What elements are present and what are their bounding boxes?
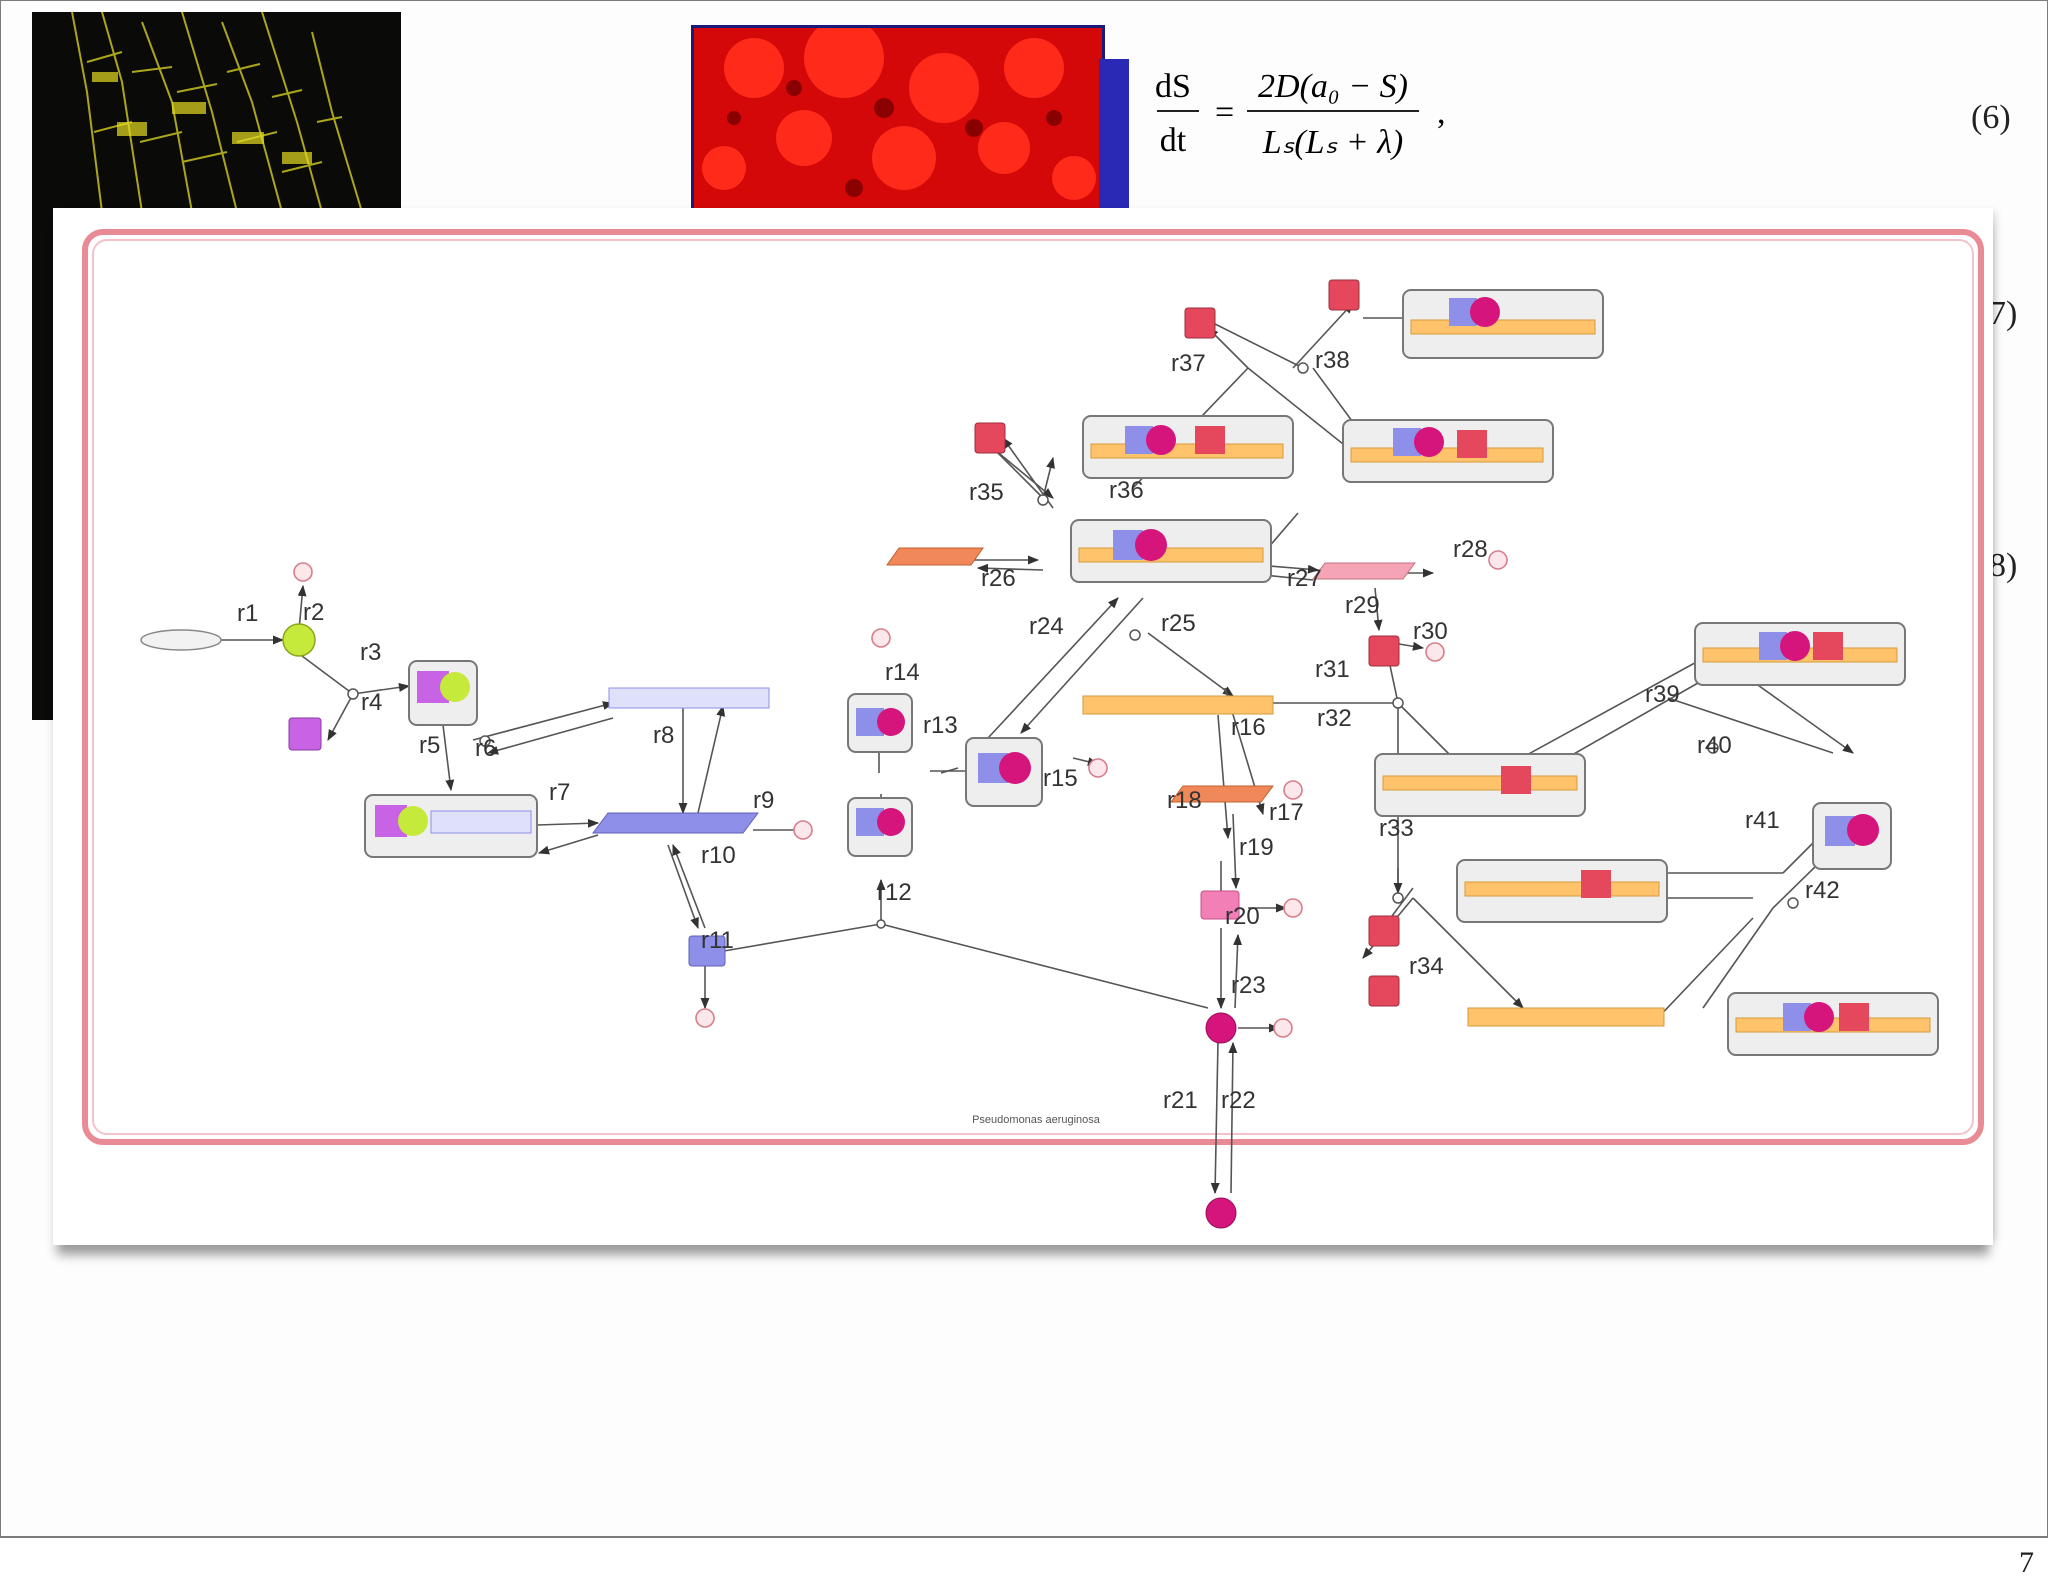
reaction-label-r18: r18 bbox=[1167, 787, 1202, 814]
reaction-label-r20: r20 bbox=[1225, 903, 1260, 930]
reaction-label-r6: r6 bbox=[475, 735, 496, 762]
rna-red-node-3 bbox=[1184, 307, 1216, 339]
equation-7-number: 7) bbox=[1989, 295, 2018, 332]
rna-red-node bbox=[1368, 635, 1400, 667]
reaction-label-r26: r26 bbox=[981, 565, 1016, 592]
protein-pink-node bbox=[1200, 890, 1240, 920]
image-shadow bbox=[1099, 59, 1129, 211]
rna-red-node-2 bbox=[974, 422, 1006, 454]
mrna-blue-node bbox=[592, 812, 759, 834]
reaction-label-r39: r39 bbox=[1645, 681, 1680, 708]
pathway-diagram: Pseudomonas aeruginosa bbox=[82, 229, 1984, 1229]
compartment-border bbox=[82, 229, 1984, 1145]
reaction-label-r36: r36 bbox=[1109, 477, 1144, 504]
gene-bar-lower bbox=[1467, 1007, 1665, 1027]
equation-6: dS dt = 2D(a₀ − S) Lₛ(Lₛ + λ) , bbox=[1151, 61, 1471, 171]
reaction-label-r33: r33 bbox=[1379, 815, 1414, 842]
reaction-label-r15: r15 bbox=[1043, 765, 1078, 792]
reaction-label-r24: r24 bbox=[1029, 613, 1064, 640]
protein-bar bbox=[608, 687, 770, 709]
signal-node bbox=[282, 623, 316, 657]
gene-bar-center bbox=[1082, 695, 1274, 715]
reaction-label-r12: r12 bbox=[877, 879, 912, 906]
reaction-label-r40: r40 bbox=[1697, 732, 1732, 759]
reaction-label-r34: r34 bbox=[1409, 953, 1444, 980]
page-number: 7 bbox=[2019, 1546, 2034, 1579]
rna-red-node-4 bbox=[1328, 279, 1360, 311]
reaction-label-r3: r3 bbox=[360, 639, 381, 666]
reaction-label-r27: r27 bbox=[1287, 565, 1322, 592]
protein-blue-node bbox=[688, 935, 726, 967]
reaction-label-r8: r8 bbox=[653, 722, 674, 749]
equation-6-number: (6) bbox=[1971, 99, 2011, 136]
pathway-diagram-card: Pseudomonas aeruginosa bbox=[53, 208, 1993, 1245]
reaction-label-r29: r29 bbox=[1345, 592, 1380, 619]
equation-8-number: 8) bbox=[1989, 547, 2018, 584]
eq-rhs-numerator: 2D(a₀ − S) bbox=[1258, 68, 1408, 105]
reaction-label-r2: r2 bbox=[303, 599, 324, 626]
reaction-label-r21: r21 bbox=[1163, 1087, 1198, 1114]
eq-comma: , bbox=[1437, 94, 1446, 131]
reaction-label-r28: r28 bbox=[1453, 536, 1488, 563]
source-node bbox=[140, 629, 222, 651]
slide: dS dt = 2D(a₀ − S) Lₛ(Lₛ + λ) , (6) 7) 8… bbox=[0, 0, 2048, 1537]
magenta-node-external bbox=[1205, 1197, 1237, 1229]
rna-red-node-6 bbox=[1368, 975, 1400, 1007]
reaction-label-r5: r5 bbox=[419, 732, 440, 759]
reaction-label-r22: r22 bbox=[1221, 1087, 1256, 1114]
reaction-label-r1: r1 bbox=[237, 600, 258, 627]
reaction-label-r42: r42 bbox=[1805, 877, 1840, 904]
reaction-label-r37: r37 bbox=[1171, 350, 1206, 377]
reaction-label-r19: r19 bbox=[1239, 834, 1274, 861]
reaction-label-r16: r16 bbox=[1231, 714, 1266, 741]
mrna-orange-node-2 bbox=[1170, 785, 1274, 803]
reaction-label-r7: r7 bbox=[549, 779, 570, 806]
reaction-label-r32: r32 bbox=[1317, 705, 1352, 732]
mrna-orange-node bbox=[886, 547, 984, 566]
reaction-label-r38: r38 bbox=[1315, 347, 1350, 374]
eq-rhs-denominator: Lₛ(Lₛ + λ) bbox=[1262, 124, 1404, 161]
eq-equals: = bbox=[1215, 94, 1234, 131]
eq-lhs-numerator: dS bbox=[1155, 68, 1191, 105]
reaction-label-r14: r14 bbox=[885, 659, 920, 686]
reaction-label-r31: r31 bbox=[1315, 656, 1350, 683]
reaction-label-r41: r41 bbox=[1745, 807, 1780, 834]
reaction-label-r25: r25 bbox=[1161, 610, 1196, 637]
reaction-label-r35: r35 bbox=[969, 479, 1004, 506]
reaction-label-r17: r17 bbox=[1269, 799, 1304, 826]
compartment-label: Pseudomonas aeruginosa bbox=[972, 1114, 1101, 1126]
fluorescence-image bbox=[691, 25, 1105, 217]
slide-bottom-rule bbox=[0, 1537, 2048, 1538]
reaction-label-r11: r11 bbox=[701, 927, 734, 954]
reaction-label-r4: r4 bbox=[361, 689, 382, 716]
receptor-node bbox=[288, 717, 322, 751]
reaction-label-r23: r23 bbox=[1231, 972, 1266, 999]
reaction-label-r30: r30 bbox=[1413, 618, 1448, 645]
reaction-label-r13: r13 bbox=[923, 712, 958, 739]
magenta-node bbox=[1205, 1012, 1237, 1044]
eq-lhs-denominator: dt bbox=[1160, 122, 1187, 159]
reaction-label-r9: r9 bbox=[753, 787, 774, 814]
mrna-pink-node bbox=[1312, 562, 1416, 580]
reaction-label-r10: r10 bbox=[701, 842, 736, 869]
rna-red-node-5 bbox=[1368, 915, 1400, 947]
